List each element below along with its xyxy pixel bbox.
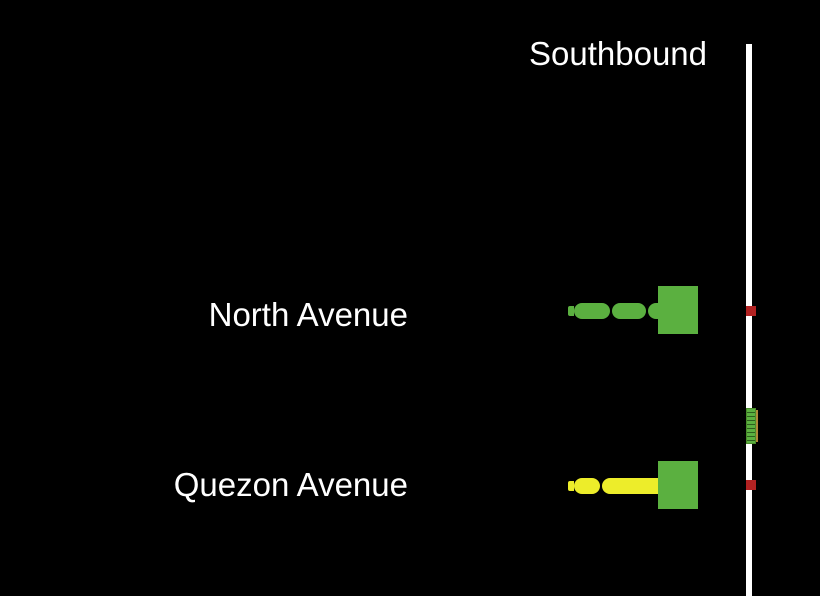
train-icon-edge <box>756 410 758 442</box>
queue-indicator-north-avenue <box>568 303 668 319</box>
station-crowd-square-quezon-avenue[interactable] <box>658 461 698 509</box>
station-label-north-avenue[interactable]: North Avenue <box>208 296 408 333</box>
rail-track-line <box>746 44 752 596</box>
station-crowd-square-north-avenue[interactable] <box>658 286 698 334</box>
station-marker-quezon-avenue[interactable] <box>746 480 756 490</box>
direction-title: Southbound <box>529 35 708 72</box>
queue-indicator-quezon-avenue <box>568 478 660 494</box>
station-label-quezon-avenue[interactable]: Quezon Avenue <box>173 466 408 503</box>
train-icon[interactable] <box>746 408 756 444</box>
station-marker-north-avenue[interactable] <box>746 306 756 316</box>
